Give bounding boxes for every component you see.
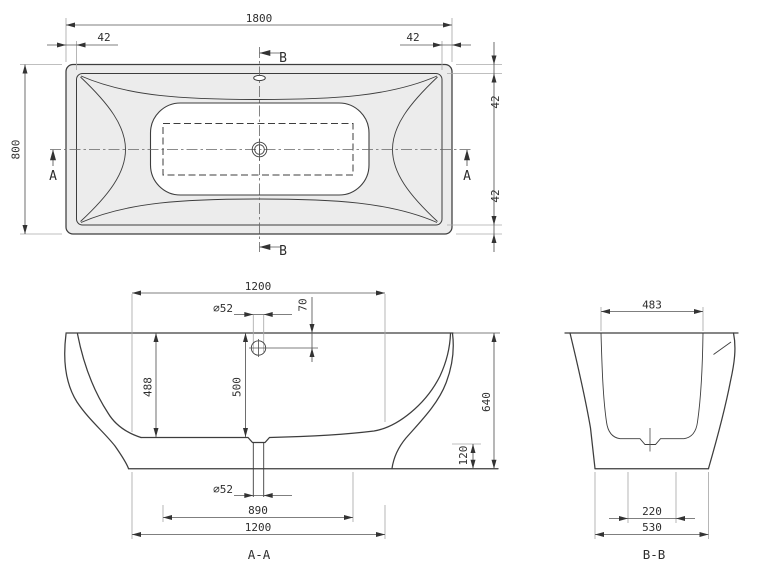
dim-42-top-right: 42 xyxy=(400,31,471,70)
section-bb: 483 220 530 B-B xyxy=(564,299,739,562)
section-marker-a: A A xyxy=(49,149,471,184)
section-label-a-right: A xyxy=(463,169,471,184)
dim-text-aa-hole-bottom: ⌀52 xyxy=(213,483,233,496)
dim-aa-1200-top: 1200 xyxy=(131,280,386,432)
dim-aa-hole-top: ⌀52 xyxy=(213,302,292,317)
faucet-hole-icon xyxy=(253,74,266,82)
section-arrow-a-right xyxy=(464,149,470,161)
dim-text-bb-530: 530 xyxy=(642,521,662,534)
dim-text-1800: 1800 xyxy=(246,12,273,25)
dim-text-aa-1200-bottom: 1200 xyxy=(245,521,272,534)
dim-aa-640: 640 xyxy=(480,333,497,469)
dim-aa-500: 500 xyxy=(231,333,248,437)
section-arrow-b-top xyxy=(259,50,271,56)
dim-aa-488: 488 xyxy=(142,333,159,437)
dim-42-right-side: 42 42 xyxy=(447,42,502,252)
dim-aa-120: 120 xyxy=(452,443,481,469)
dim-text-42-right-top: 42 xyxy=(489,95,502,108)
dim-text-aa-hole-top: ⌀52 xyxy=(213,302,233,315)
dim-bb-483: 483 xyxy=(600,299,704,331)
dim-text-aa-488: 488 xyxy=(142,377,155,397)
section-arrow-a-left xyxy=(50,149,56,161)
dim-aa-890: 890 xyxy=(162,472,354,522)
overflow-tick xyxy=(713,341,732,355)
top-view: 1800 800 42 42 xyxy=(10,12,502,259)
dim-aa-1200-bottom: 1200 xyxy=(131,472,386,539)
dim-text-aa-500: 500 xyxy=(231,377,244,397)
dim-text-aa-890: 890 xyxy=(248,504,268,517)
dim-bb-530: 530 xyxy=(594,472,709,539)
section-marker-b: B B xyxy=(259,50,287,259)
dim-text-aa-640: 640 xyxy=(480,392,493,412)
dim-text-aa-1200-top: 1200 xyxy=(245,280,272,293)
dim-text-42-right-bottom: 42 xyxy=(489,189,502,202)
section-label-b-bottom: B xyxy=(279,244,287,259)
section-aa-profile xyxy=(64,315,500,497)
section-bb-profile xyxy=(564,332,739,470)
dim-text-aa-120: 120 xyxy=(457,446,470,466)
section-label-a-left: A xyxy=(49,169,57,184)
section-label-b-top: B xyxy=(279,51,287,66)
section-arrow-b-bottom xyxy=(259,244,271,250)
dim-text-800: 800 xyxy=(10,140,23,160)
dim-aa-70: 70 xyxy=(297,297,315,362)
dim-800: 800 xyxy=(10,64,62,235)
dim-text-42-tr: 42 xyxy=(406,31,419,44)
drain-icon xyxy=(251,138,268,161)
dim-text-bb-220: 220 xyxy=(642,505,662,518)
dim-1800: 1800 xyxy=(65,12,453,62)
dim-text-aa-70: 70 xyxy=(297,298,310,311)
dim-aa-hole-bottom: ⌀52 xyxy=(213,483,292,498)
section-bb-title: B-B xyxy=(643,547,666,562)
section-aa: 1200 ⌀52 70 488 500 xyxy=(64,280,500,562)
dim-bb-220: 220 xyxy=(609,472,695,523)
dim-text-42-tl: 42 xyxy=(97,31,110,44)
drain-pipe xyxy=(252,442,265,497)
overflow-hole-icon xyxy=(249,339,318,357)
dim-text-bb-483: 483 xyxy=(642,299,662,312)
section-aa-title: A-A xyxy=(248,547,271,562)
dim-42-top-left: 42 xyxy=(47,31,118,70)
